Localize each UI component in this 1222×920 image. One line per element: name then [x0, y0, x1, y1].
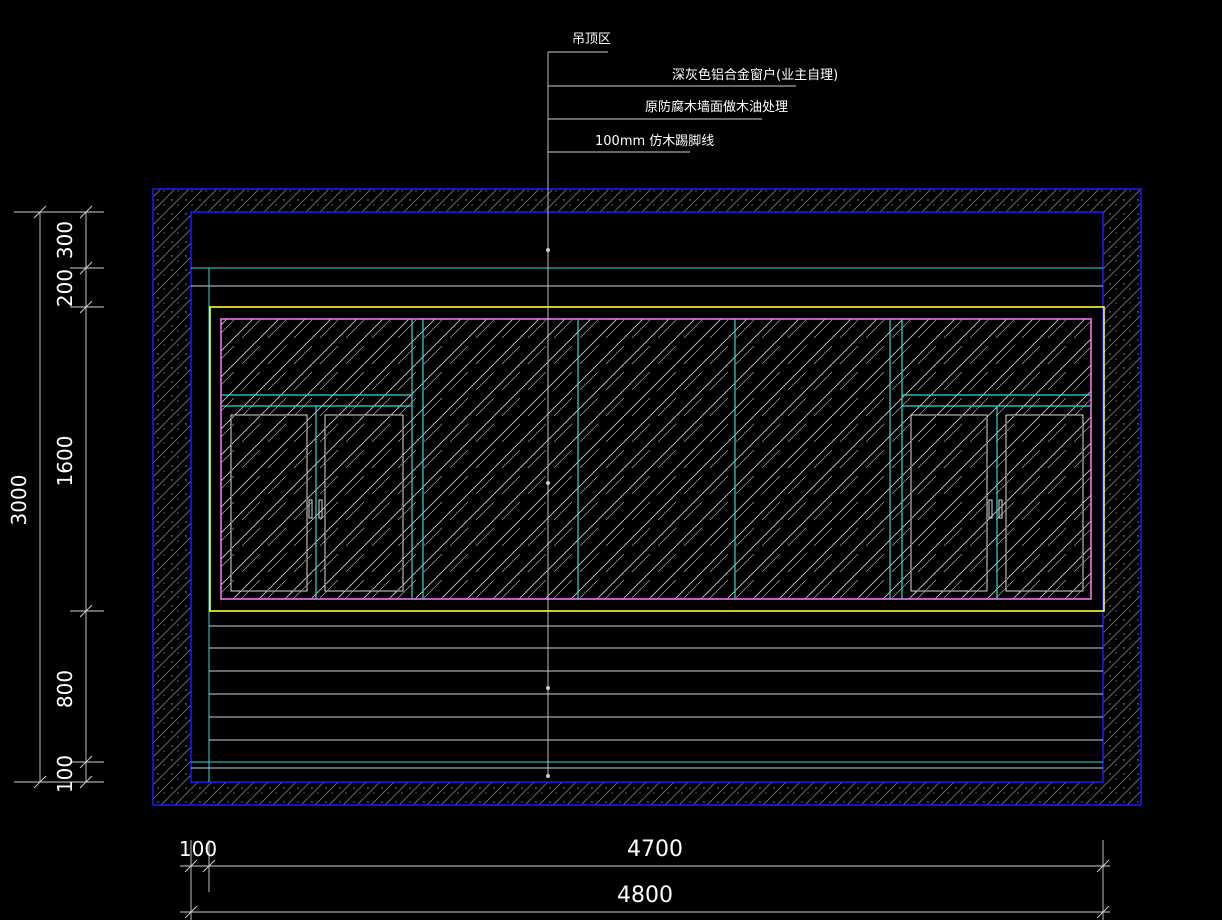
- window-outer-frame: [209, 306, 1105, 612]
- outer-wall-outline: [152, 188, 1142, 806]
- casement-glass-hatch: [232, 416, 1082, 590]
- window-mullions: [221, 319, 1091, 599]
- lower-wall-boards: [209, 625, 1103, 741]
- dim-segment-200: 200: [53, 269, 77, 307]
- annotation-skirting: 100mm 仿木踢脚线: [595, 133, 714, 149]
- dim-width-total: 4800: [617, 883, 673, 908]
- annotation-wall: 原防腐木墙面做木油处理: [645, 99, 788, 115]
- horizontal-dimensions: [180, 840, 1110, 920]
- dim-segment-100: 100: [53, 755, 77, 793]
- window-assembly: [209, 306, 1105, 612]
- annotation-ceiling: 吊顶区: [572, 32, 611, 47]
- dim-total-height: 3000: [7, 475, 31, 526]
- dim-left-offset: 100: [179, 837, 217, 861]
- dim-segment-1600: 1600: [53, 436, 77, 487]
- wood-cladding-lines: [191, 267, 1103, 782]
- annotation-window: 深灰色铝合金窗户(业主自理): [672, 67, 838, 83]
- dim-segment-800: 800: [53, 670, 77, 708]
- dim-width-inner: 4700: [627, 837, 683, 862]
- leader-lines: [546, 51, 796, 778]
- vertical-dimensions: [14, 205, 104, 789]
- inner-wall-outline: [190, 211, 1104, 783]
- dim-segment-300: 300: [53, 221, 77, 259]
- handle-icon: [308, 499, 1003, 519]
